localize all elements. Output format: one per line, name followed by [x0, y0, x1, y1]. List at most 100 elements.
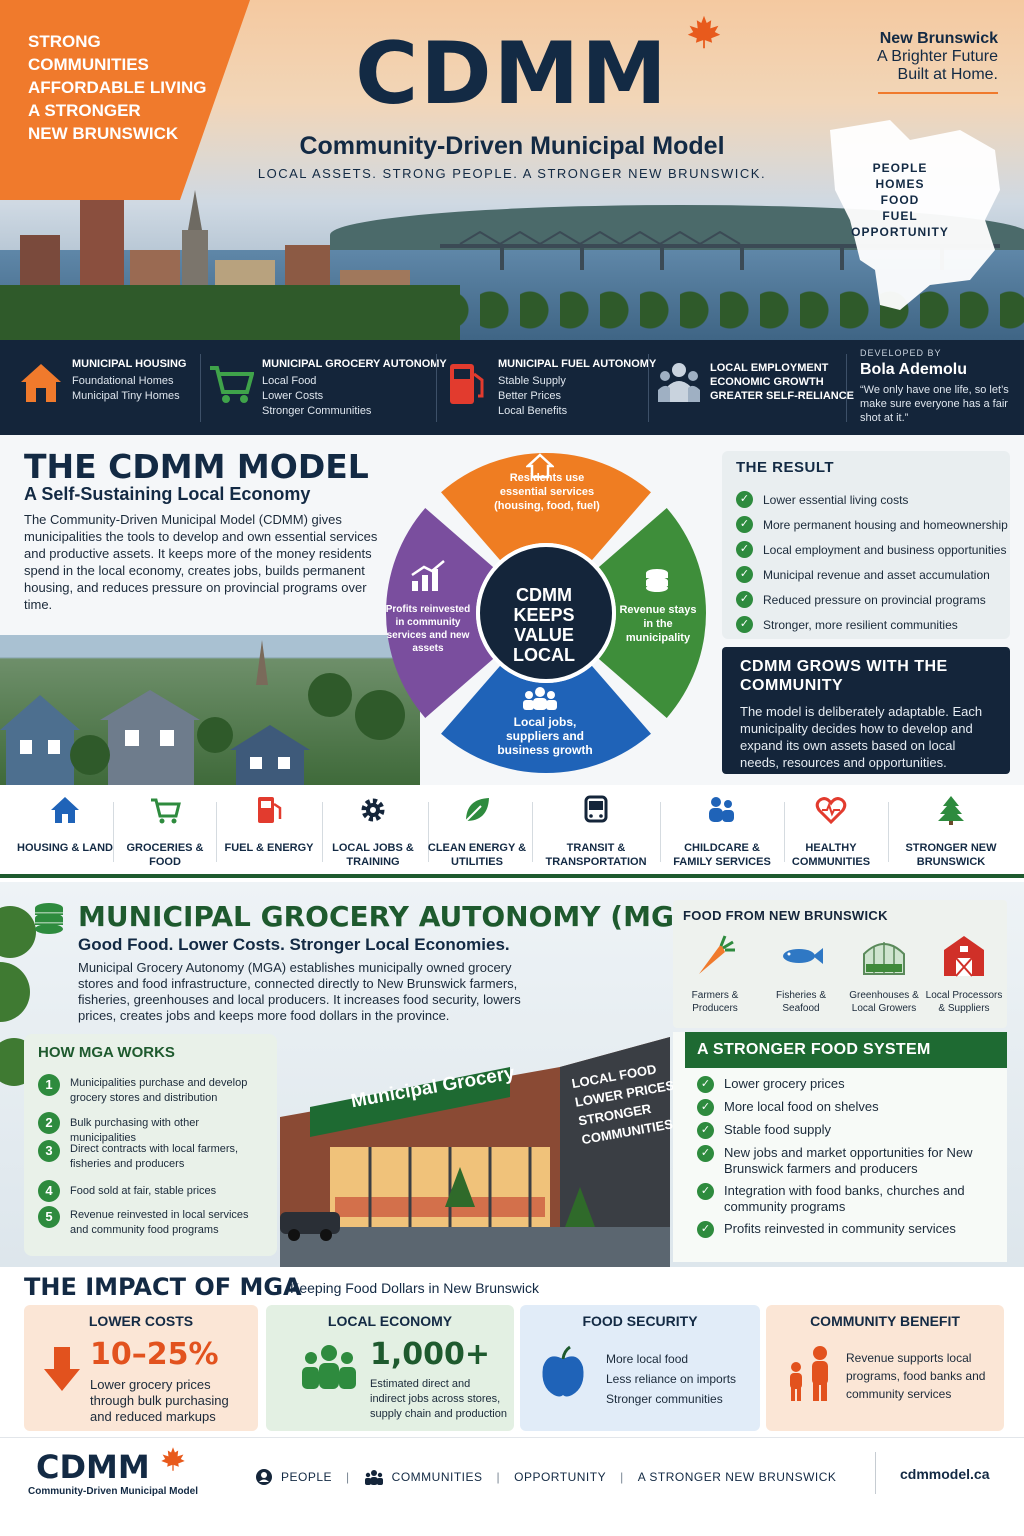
step-number: 2 [38, 1112, 60, 1134]
divider [784, 802, 785, 862]
system-item: ✓Profits reinvested in community service… [697, 1221, 997, 1238]
divider [648, 354, 649, 422]
divider [846, 354, 847, 422]
food-label: Farmers & Producers [691, 990, 739, 1014]
food-item: Fisheries & Seafood [761, 934, 841, 1015]
feature-housing: MUNICIPAL HOUSING Foundational Homes Mun… [18, 358, 187, 408]
value-cycle-diagram [386, 453, 706, 773]
check-icon: ✓ [697, 1099, 714, 1116]
footer-brand: CDMM [36, 1448, 150, 1486]
food-label: Fisheries & Seafood [775, 990, 826, 1014]
step-number: 5 [38, 1206, 60, 1228]
mga-section: MUNICIPAL GROCERY AUTONOMY (MGA) Good Fo… [0, 882, 1024, 1267]
map-word: FUEL [882, 209, 918, 223]
hero-tagline: LOCAL ASSETS. STRONG PEOPLE. A STRONGER … [257, 166, 767, 181]
result-item: ✓Stronger, more resilient communities [736, 612, 1008, 637]
service-label: CLEAN ENERGY & UTILITIES [427, 842, 527, 868]
feature-line: LOCAL EMPLOYMENT [710, 362, 829, 374]
wheel-center-label: CDMM KEEPS VALUE LOCAL [513, 585, 575, 665]
coins-icon [646, 569, 668, 592]
divider [113, 802, 114, 862]
people-icon [364, 1470, 383, 1485]
system-item: ✓Lower grocery prices [697, 1076, 997, 1093]
system-item-text: New jobs and market opportunities for Ne… [724, 1145, 973, 1176]
system-item: ✓More local food on shelves [697, 1099, 997, 1116]
hero-subtitle: Community-Driven Municipal Model [299, 132, 725, 160]
impact-section: THE IMPACT OF MGA Keeping Food Dollars i… [0, 1267, 1024, 1437]
service-health: HEALTHY COMMUNITIES [776, 794, 886, 869]
divider [660, 802, 661, 862]
step-text: Direct contracts with local farmers, fis… [70, 1143, 239, 1170]
result-item-text: Municipal revenue and asset accumulation [763, 567, 990, 582]
service-clean-energy: CLEAN ENERGY & UTILITIES [422, 794, 532, 869]
wheel-segment-label: Local jobs, suppliers and business growt… [497, 715, 593, 757]
carrot-icon [699, 935, 735, 974]
divider [532, 802, 533, 862]
service-label: STRONGER NEW BRUNSWICK [905, 842, 997, 868]
result-item-text: Local employment and business opportunit… [763, 542, 1007, 557]
footer-item: PEOPLE [281, 1470, 333, 1484]
check-icon: ✓ [736, 566, 753, 583]
step-text: Bulk purchasing with other municipalitie… [70, 1117, 200, 1144]
divider [875, 1452, 876, 1494]
tree-image [0, 906, 38, 1086]
hero-banner: STRONG COMMUNITIES AFFORDABLE LIVING A S… [0, 0, 1024, 340]
divider [428, 802, 429, 862]
corner-line: A STRONGER [28, 101, 141, 120]
corner-line: AFFORDABLE LIVING [28, 78, 207, 97]
greenhouse-icon [863, 942, 905, 975]
divider [322, 802, 323, 862]
mga-subheading: Good Food. Lower Costs. Stronger Local E… [78, 935, 510, 954]
coins-icon [35, 903, 63, 934]
grows-panel: CDMM GROWS WITH THE COMMUNITY The model … [722, 647, 1010, 774]
leaf-icon [465, 798, 489, 822]
page-title: CDMM [355, 24, 669, 124]
website-link[interactable]: cdmmodel.ca [900, 1466, 990, 1482]
model-section: THE CDMM MODEL A Self-Sustaining Local E… [0, 435, 1024, 785]
feature-bar: MUNICIPAL HOUSING Foundational Homes Mun… [0, 340, 1024, 435]
divider [216, 802, 217, 862]
result-item: ✓ Local employment and business opportuni… [736, 537, 1008, 562]
impact-card-value: 10–25% [90, 1337, 219, 1372]
services-row: HOUSING & LAND GROCERIES & FOOD FUEL & E… [0, 788, 1024, 878]
system-item: ✓Stable food supply [697, 1122, 997, 1139]
divider [878, 92, 998, 94]
fish-icon [783, 948, 823, 964]
result-panel: THE RESULT ✓Lower essential living costs… [722, 451, 1010, 639]
model-description: The Community-Driven Municipal Model (CD… [24, 512, 378, 612]
mga-heading: MUNICIPAL GROCERY AUTONOMY (MGA) [78, 900, 708, 933]
feature-title: MUNICIPAL GROCERY AUTONOMY [262, 358, 447, 370]
impact-card-text: Estimated direct and indirect jobs acros… [370, 1378, 507, 1420]
impact-card-value: 1,000+ [370, 1337, 491, 1372]
feature-line: ECONOMIC GROWTH [710, 376, 824, 388]
feature-line: Stronger Communities [262, 405, 372, 417]
people-icon [658, 363, 700, 402]
feature-fuel: MUNICIPAL FUEL AUTONOMY Stable Supply Be… [444, 358, 656, 419]
grocery-store-image [280, 1037, 670, 1267]
food-label: Greenhouses & Local Growers [849, 990, 919, 1014]
divider [200, 354, 201, 422]
service-label: TRANSIT & TRANSPORTATION [545, 842, 647, 868]
check-icon: ✓ [736, 541, 753, 558]
wheel-segment-label: Revenue stays in the municipality [619, 604, 697, 644]
fuel-pump-icon [450, 364, 484, 404]
service-label: LOCAL JOBS & TRAINING [332, 842, 414, 868]
step-number: 1 [38, 1074, 60, 1096]
model-subheading: A Self-Sustaining Local Economy [24, 484, 311, 504]
developer-name: Bola Ademolu [860, 361, 967, 378]
food-item: Greenhouses & Local Growers [841, 934, 927, 1015]
map-word: OPPORTUNITY [851, 225, 949, 239]
people-icon [302, 1345, 356, 1389]
system-item-text: Profits reinvested in community services [724, 1221, 956, 1236]
growth-chart-icon [411, 560, 445, 591]
check-icon: ✓ [736, 491, 753, 508]
down-arrow-icon [44, 1347, 80, 1391]
footer-subtitle: Community-Driven Municipal Model [28, 1486, 199, 1497]
cart-icon [151, 798, 181, 824]
service-label: HEALTHY COMMUNITIES [791, 842, 871, 868]
hero-corner-text: STRONG COMMUNITIES AFFORDABLE LIVING A S… [28, 30, 228, 145]
separator: | [496, 1470, 501, 1484]
